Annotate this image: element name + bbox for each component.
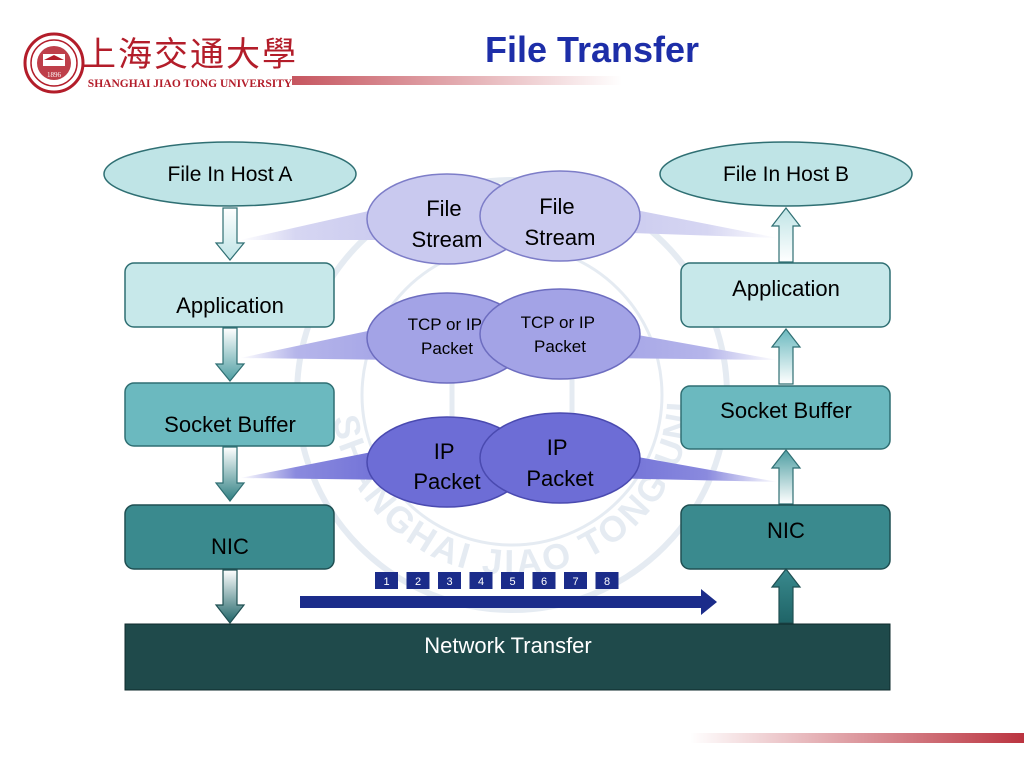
file-stream-bubbles: File Stream File Stream — [366, 170, 641, 265]
tcp-packet-bubble-right — [479, 288, 641, 380]
tcp-packet-left-label: TCP or IP Packet — [408, 315, 487, 358]
arrow-up-icon — [770, 449, 802, 505]
host-a-nic-box — [124, 504, 335, 570]
host-b-stack: File In Host B Application Socket Buffer… — [659, 141, 913, 624]
arrow-up-icon — [770, 568, 802, 624]
network-transfer-bar — [124, 623, 891, 691]
arrow-up-icon — [770, 207, 802, 263]
callout-wedge-stream-right — [600, 205, 778, 238]
host-a-application-label: Application — [176, 293, 284, 318]
packet-box-rect — [375, 572, 398, 589]
arrow-down-icon — [214, 207, 246, 261]
network-transfer-label: Network Transfer — [424, 633, 592, 658]
callout-wedge-ip-left — [240, 450, 400, 480]
callout-wedges — [240, 205, 778, 482]
ip-packet-bubble-right — [479, 412, 641, 504]
slide-title: File Transfer — [485, 29, 699, 70]
callout-wedge-tcp-right — [600, 330, 778, 360]
packet-number: 2 — [415, 576, 421, 588]
file-stream-left-label: File Stream — [412, 196, 483, 252]
tcp-packet-right-label: TCP or IP Packet — [521, 313, 600, 356]
packet-box-rect — [501, 572, 524, 589]
packet-box-rect — [532, 572, 556, 589]
seal-year: 1896 — [47, 71, 62, 79]
host-a-socket-buffer-label: Socket Buffer — [164, 412, 296, 437]
packet-number: 4 — [478, 576, 484, 588]
host-a-stack: File In Host A Application Socket Buffer… — [103, 141, 357, 624]
packet-box: 4 — [469, 572, 493, 589]
file-host-b-label: File In Host B — [723, 163, 849, 186]
university-chinese-name: 上海交通大學 — [82, 35, 298, 75]
header-accent-bar — [292, 76, 622, 85]
host-b-application-label: Application — [732, 276, 840, 301]
file-stream-bubble-right — [479, 170, 641, 262]
footer-accent-bar — [690, 733, 1024, 743]
file-host-a-ellipse — [103, 141, 357, 207]
host-b-application-box — [680, 262, 891, 328]
packet-number: 8 — [604, 576, 610, 588]
packet-box: 1 — [375, 572, 398, 589]
packet-box-rect — [438, 572, 461, 589]
host-a-socket-buffer-box — [124, 382, 335, 447]
callout-wedge-stream-left — [240, 208, 400, 240]
tcp-ip-packet-bubbles: TCP or IP Packet TCP or IP Packet — [366, 288, 641, 384]
packet-box-rect — [564, 572, 587, 589]
ip-packet-left-label: IP Packet — [413, 439, 480, 494]
host-b-nic-label: NIC — [767, 518, 805, 543]
arrow-down-icon — [214, 569, 246, 624]
packet-box: 8 — [595, 572, 619, 589]
packet-box: 3 — [438, 572, 461, 589]
packet-box-rect — [469, 572, 493, 589]
callout-wedge-ip-right — [600, 452, 778, 482]
packet-number: 5 — [509, 576, 515, 588]
transfer-arrow-right-icon — [300, 589, 717, 615]
arrow-down-icon — [214, 446, 246, 502]
university-english-name: SHANGHAI JIAO TONG UNIVERSITY — [88, 78, 293, 90]
arrow-down-icon — [214, 327, 246, 382]
packet-number: 6 — [541, 576, 547, 588]
host-b-socket-buffer-box — [680, 385, 891, 450]
host-b-socket-buffer-label: Socket Buffer — [720, 398, 852, 423]
packet-number: 7 — [572, 576, 578, 588]
packet-box-rect — [406, 572, 430, 589]
file-stream-right-label: File Stream — [525, 194, 596, 250]
host-a-application-box — [124, 262, 335, 328]
callout-wedge-tcp-left — [240, 328, 400, 360]
file-host-b-ellipse — [659, 141, 913, 207]
host-a-nic-label: NIC — [211, 534, 249, 559]
university-logo: 1896 上海交通大學 SHANGHAI JIAO TONG UNIVERSIT… — [23, 32, 298, 94]
packet-box: 7 — [564, 572, 587, 589]
packet-box: 5 — [501, 572, 524, 589]
arrow-up-icon — [770, 328, 802, 385]
ip-packet-bubbles: IP Packet IP Packet — [366, 412, 641, 508]
packet-box-rect — [595, 572, 619, 589]
packet-box: 2 — [406, 572, 430, 589]
file-host-a-label: File In Host A — [168, 163, 293, 186]
header: 1896 上海交通大學 SHANGHAI JIAO TONG UNIVERSIT… — [23, 29, 699, 94]
packet-box: 6 — [532, 572, 556, 589]
packet-number: 1 — [383, 576, 389, 588]
ip-packet-right-label: IP Packet — [526, 435, 593, 491]
packet-number: 3 — [446, 576, 452, 588]
packet-sequence: 1 2 3 4 5 6 7 8 — [375, 572, 619, 589]
university-seal-icon: 1896 — [23, 32, 85, 94]
